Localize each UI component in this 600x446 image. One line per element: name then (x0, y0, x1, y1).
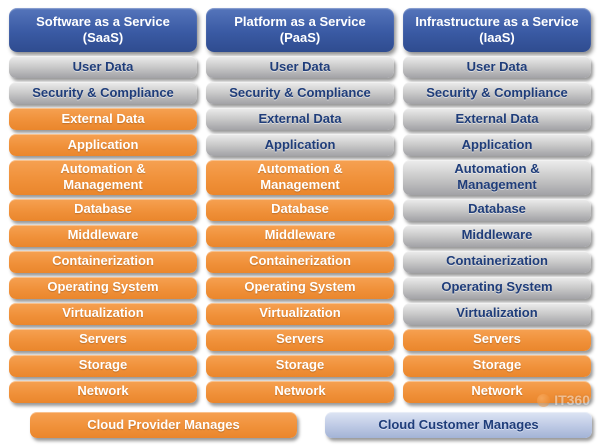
cell-iaas-network: Network (403, 380, 591, 403)
cell-paas-database: Database (206, 198, 394, 221)
cell-paas-network: Network (206, 380, 394, 403)
cell-iaas-application: Application (403, 134, 591, 156)
cell-paas-user-data: User Data (206, 56, 394, 78)
cell-saas-network: Network (9, 380, 197, 403)
column-header-iaas: Infrastructure as a Service (IaaS) (403, 8, 591, 52)
cell-saas-middleware: Middleware (9, 224, 197, 247)
cell-saas-database: Database (9, 198, 197, 221)
cell-saas-operating-system: Operating System (9, 276, 197, 299)
cell-iaas-database: Database (403, 198, 591, 221)
column-header-saas: Software as a Service (SaaS) (9, 8, 197, 52)
cell-saas-security-compliance: Security & Compliance (9, 82, 197, 104)
cell-paas-virtualization: Virtualization (206, 302, 394, 325)
cell-iaas-operating-system: Operating System (403, 276, 591, 299)
legend-provider-manages: Cloud Provider Manages (30, 411, 297, 438)
cell-iaas-containerization: Containerization (403, 250, 591, 273)
cell-paas-automation-management: Automation & Management (206, 160, 394, 195)
cell-iaas-middleware: Middleware (403, 224, 591, 247)
cell-saas-servers: Servers (9, 328, 197, 351)
column-header-paas: Platform as a Service (PaaS) (206, 8, 394, 52)
cell-saas-application: Application (9, 134, 197, 156)
legend: Cloud Provider Manages Cloud Customer Ma… (0, 403, 600, 438)
cell-saas-user-data: User Data (9, 56, 197, 78)
cell-iaas-storage: Storage (403, 354, 591, 377)
cell-saas-external-data: External Data (9, 108, 197, 130)
cell-saas-storage: Storage (9, 354, 197, 377)
column-iaas: Infrastructure as a Service (IaaS) User D… (403, 8, 591, 403)
cell-paas-application: Application (206, 134, 394, 156)
cell-saas-virtualization: Virtualization (9, 302, 197, 325)
cell-paas-containerization: Containerization (206, 250, 394, 273)
cell-saas-automation-management: Automation & Management (9, 160, 197, 195)
cell-iaas-servers: Servers (403, 328, 591, 351)
cell-paas-operating-system: Operating System (206, 276, 394, 299)
legend-customer-manages: Cloud Customer Manages (325, 411, 592, 438)
cell-paas-middleware: Middleware (206, 224, 394, 247)
cell-iaas-virtualization: Virtualization (403, 302, 591, 325)
cell-paas-external-data: External Data (206, 108, 394, 130)
cell-iaas-security-compliance: Security & Compliance (403, 82, 591, 104)
cell-paas-security-compliance: Security & Compliance (206, 82, 394, 104)
cell-iaas-user-data: User Data (403, 56, 591, 78)
cell-paas-storage: Storage (206, 354, 394, 377)
cell-iaas-automation-management: Automation & Management (403, 160, 591, 195)
cell-saas-containerization: Containerization (9, 250, 197, 273)
cell-iaas-external-data: External Data (403, 108, 591, 130)
cell-paas-servers: Servers (206, 328, 394, 351)
